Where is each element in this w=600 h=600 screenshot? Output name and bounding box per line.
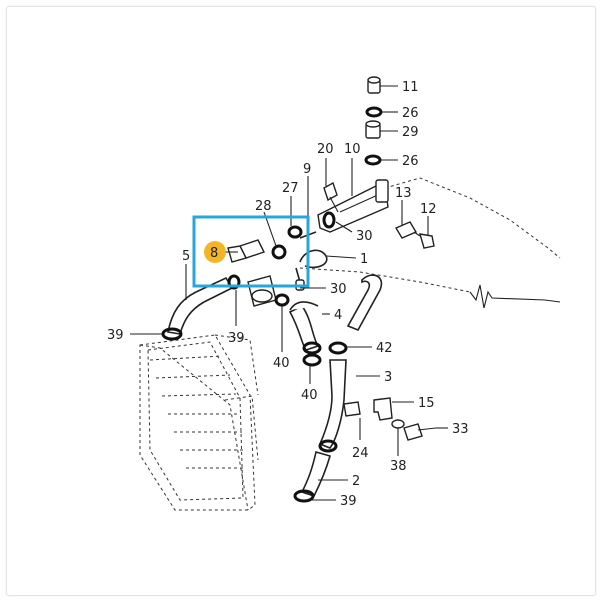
- label-39-mid[interactable]: 39: [228, 331, 245, 346]
- diagram-frame: [6, 6, 596, 596]
- label-9[interactable]: 9: [303, 162, 311, 177]
- selected-part-highlight: [192, 215, 310, 288]
- label-24[interactable]: 24: [352, 446, 369, 461]
- coolant-distribution-pipe: [287, 179, 435, 249]
- label-2[interactable]: 2: [352, 474, 360, 489]
- hose-2: [293, 450, 331, 503]
- label-13[interactable]: 13: [395, 186, 412, 201]
- hose-3: [302, 353, 347, 453]
- label-40-lower[interactable]: 40: [301, 388, 318, 403]
- part-8-assembly: [227, 231, 328, 291]
- label-10[interactable]: 10: [344, 142, 361, 157]
- hose-1: [328, 274, 383, 355]
- label-28[interactable]: 28: [255, 199, 272, 214]
- label-27[interactable]: 27: [282, 181, 299, 196]
- label-3[interactable]: 3: [384, 370, 392, 385]
- part-8-badge[interactable]: [204, 241, 226, 263]
- label-26-lower[interactable]: 26: [402, 154, 419, 169]
- hose-4: [288, 301, 322, 355]
- label-8[interactable]: 8: [210, 246, 218, 261]
- hose-5: [161, 274, 241, 341]
- label-20[interactable]: 20: [317, 142, 334, 157]
- label-4[interactable]: 4: [334, 308, 342, 323]
- label-30-lower[interactable]: 30: [330, 282, 347, 297]
- label-5[interactable]: 5: [182, 249, 190, 264]
- radiator: [139, 334, 259, 511]
- thermostat-housing-parts: [364, 76, 383, 166]
- label-30-upper[interactable]: 30: [356, 229, 373, 244]
- label-29[interactable]: 29: [402, 125, 419, 140]
- label-12[interactable]: 12: [420, 202, 437, 217]
- part-labels: 11 26 29 26 20 10 9 27 13 12 28 30 8 1 5…: [107, 80, 469, 509]
- label-1[interactable]: 1: [360, 252, 368, 267]
- label-26-top[interactable]: 26: [402, 106, 419, 121]
- water-neck: [247, 275, 290, 307]
- label-39-left[interactable]: 39: [107, 328, 124, 343]
- label-42[interactable]: 42: [376, 341, 393, 356]
- engine-outline: [299, 177, 561, 309]
- label-39-bottom[interactable]: 39: [340, 494, 357, 509]
- brackets: [343, 397, 437, 441]
- label-33[interactable]: 33: [452, 422, 469, 437]
- label-11[interactable]: 11: [402, 80, 419, 95]
- label-38[interactable]: 38: [390, 459, 407, 474]
- leader-lines: [130, 85, 448, 501]
- label-40-upper[interactable]: 40: [273, 356, 290, 371]
- label-15[interactable]: 15: [418, 396, 435, 411]
